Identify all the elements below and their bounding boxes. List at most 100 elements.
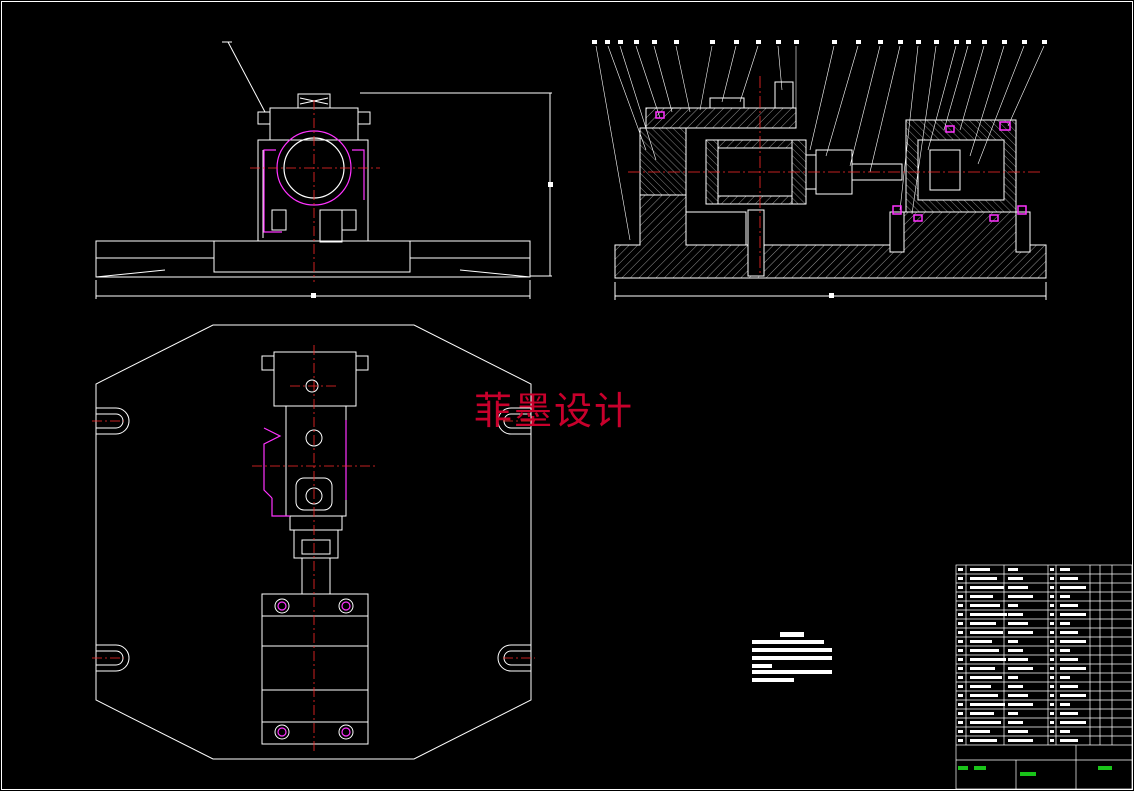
parts-list-text-mark: [970, 577, 997, 580]
parts-list-text-mark: [958, 658, 963, 661]
parts-list-text-mark: [1050, 586, 1054, 589]
parts-list-text-mark: [970, 604, 1000, 607]
parts-list-text-mark: [970, 685, 991, 688]
parts-list-text-mark: [1060, 739, 1078, 742]
parts-list-text-mark: [970, 595, 993, 598]
parts-list-text-mark: [970, 631, 1003, 634]
title-block-text-marks: [958, 568, 1086, 742]
parts-list-text-mark: [970, 721, 1001, 724]
parts-list-text-mark: [958, 730, 963, 733]
parts-list-text-mark: [1008, 712, 1018, 715]
title-block-green-marks: [958, 766, 1112, 776]
technical-notes: [752, 632, 832, 682]
parts-list-text-mark: [970, 640, 992, 643]
parts-list-text-mark: [1060, 676, 1070, 679]
parts-list-text-mark: [970, 676, 1002, 679]
parts-list-text-mark: [1060, 730, 1070, 733]
parts-list-text-mark: [1050, 613, 1054, 616]
parts-list-text-mark: [958, 667, 963, 670]
parts-list-text-mark: [1060, 586, 1086, 589]
section-left-upright: [639, 127, 687, 196]
parts-list-text-mark: [1008, 640, 1018, 643]
parts-list-text-mark: [1008, 604, 1018, 607]
dim-marker: [829, 293, 834, 298]
parts-list-text-mark: [958, 721, 963, 724]
parts-list-text-mark: [1008, 631, 1033, 634]
parts-list-text-mark: [958, 640, 963, 643]
parts-list-text-mark: [970, 613, 1007, 616]
front-section-view: [614, 81, 1047, 300]
parts-list-text-mark: [1060, 631, 1078, 634]
side-view-centerlines: [250, 100, 380, 282]
parts-list-text-mark: [1008, 649, 1023, 652]
parts-list-text-mark: [958, 577, 963, 580]
dim-marker: [311, 293, 316, 298]
parts-list-text-mark: [1008, 703, 1033, 706]
parts-list-text-mark: [958, 694, 963, 697]
parts-list-text-mark: [970, 568, 990, 571]
parts-list-text-mark: [970, 703, 1005, 706]
parts-list-text-mark: [958, 712, 963, 715]
parts-list-text-mark: [1050, 712, 1054, 715]
parts-list-text-mark: [1060, 622, 1070, 625]
parts-list-text-mark: [970, 730, 990, 733]
parts-list-text-mark: [1050, 631, 1054, 634]
parts-list-text-mark: [1050, 685, 1054, 688]
section-magenta-details: [655, 111, 1027, 222]
parts-list-text-mark: [970, 667, 995, 670]
parts-list-text-mark: [958, 613, 963, 616]
parts-list-text-mark: [1008, 739, 1033, 742]
parts-list-text-mark: [1050, 577, 1054, 580]
parts-list-text-mark: [1060, 667, 1086, 670]
title-block: [955, 564, 1133, 790]
parts-list-text-mark: [1008, 586, 1028, 589]
watermark-text: 菲墨设计: [474, 389, 635, 433]
parts-list-text-mark: [1008, 658, 1028, 661]
parts-list-text-mark: [1050, 694, 1054, 697]
parts-list-text-mark: [1050, 730, 1054, 733]
parts-list-text-mark: [1060, 685, 1078, 688]
parts-list-text-mark: [1060, 577, 1078, 580]
plan-view: [95, 324, 532, 760]
parts-list-text-mark: [970, 649, 999, 652]
parts-list-text-mark: [1008, 595, 1033, 598]
section-balloon-tags: [592, 40, 1047, 298]
parts-list-text-mark: [1008, 667, 1033, 670]
parts-list-text-mark: [1050, 640, 1054, 643]
parts-list-text-mark: [1008, 676, 1018, 679]
parts-list-text-mark: [1050, 667, 1054, 670]
plan-view-baseplate: [95, 324, 532, 760]
parts-list-text-mark: [1050, 568, 1054, 571]
parts-list-text-mark: [1060, 613, 1086, 616]
parts-list-text-mark: [970, 712, 994, 715]
parts-list-text-mark: [1008, 685, 1023, 688]
parts-list-text-mark: [1060, 712, 1078, 715]
parts-list-text-mark: [1008, 613, 1023, 616]
parts-list-text-mark: [958, 586, 963, 589]
parts-list-text-mark: [1008, 721, 1023, 724]
parts-list-text-mark: [958, 676, 963, 679]
parts-list-text-mark: [1050, 703, 1054, 706]
parts-list-text-mark: [1060, 658, 1078, 661]
side-view: [95, 41, 552, 299]
parts-list-text-mark: [1050, 739, 1054, 742]
parts-list-text-mark: [958, 649, 963, 652]
parts-list-text-mark: [1060, 649, 1070, 652]
section-leaders: [595, 45, 1045, 241]
plan-view-magenta: [263, 420, 351, 737]
parts-list-text-mark: [1060, 721, 1086, 724]
parts-list-text-mark: [1060, 694, 1086, 697]
parts-list-text-mark: [958, 631, 963, 634]
parts-list-text-mark: [970, 694, 998, 697]
parts-list-text-mark: [970, 586, 1004, 589]
parts-list-text-mark: [1060, 703, 1070, 706]
parts-list-text-mark: [1060, 568, 1070, 571]
parts-list-text-mark: [970, 739, 997, 742]
parts-list-text-mark: [1050, 649, 1054, 652]
parts-list-text-mark: [1060, 595, 1070, 598]
parts-list-text-mark: [958, 739, 963, 742]
parts-list-text-mark: [958, 622, 963, 625]
parts-list-text-mark: [1060, 604, 1078, 607]
